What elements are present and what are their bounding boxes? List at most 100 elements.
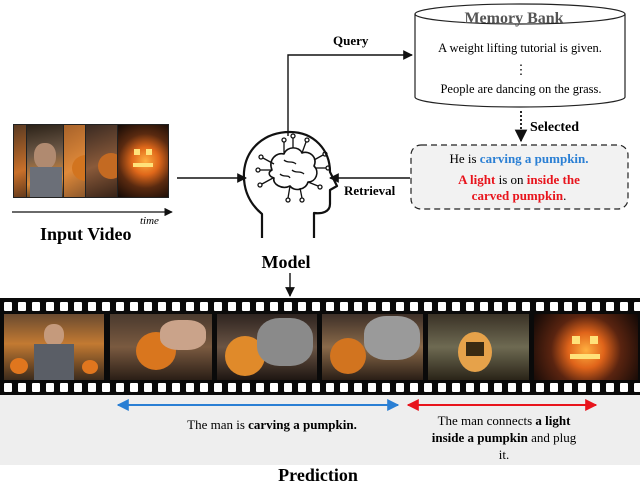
sprocket-hole [130, 383, 138, 392]
sprocket-hole [200, 383, 208, 392]
sprocket-hole [172, 302, 180, 311]
sprocket-hole [438, 383, 446, 392]
head-brain-icon [242, 130, 339, 238]
film-sprocket-row [0, 302, 640, 311]
video-frame [117, 124, 169, 198]
sprocket-hole [368, 383, 376, 392]
film-frame [428, 314, 529, 380]
sprocket-hole [284, 302, 292, 311]
right-caption-line-1: The man connects a light [438, 413, 572, 428]
sprocket-hole [102, 302, 110, 311]
sprocket-hole [312, 383, 320, 392]
retrieved-line-2: A light is on inside the [458, 172, 580, 187]
sprocket-hole [130, 302, 138, 311]
sprocket-hole [186, 302, 194, 311]
sprocket-hole [144, 302, 152, 311]
sprocket-hole [466, 383, 474, 392]
sprocket-hole [214, 302, 222, 311]
film-frame [110, 314, 212, 380]
sprocket-hole [354, 383, 362, 392]
sprocket-hole [60, 302, 68, 311]
memory-entry: People are dancing on the grass. [440, 82, 601, 96]
sprocket-hole [620, 383, 628, 392]
selected-label: Selected [530, 120, 579, 135]
sprocket-hole [564, 302, 572, 311]
film-sprocket-row [0, 383, 640, 392]
sprocket-hole [382, 302, 390, 311]
prediction-label: Prediction [278, 465, 358, 483]
sprocket-hole [424, 302, 432, 311]
sprocket-hole [242, 302, 250, 311]
input-video-label: Input Video [40, 224, 132, 244]
memory-bank-title: Memory Bank [464, 10, 563, 27]
film-frame [4, 314, 104, 380]
sprocket-hole [634, 383, 640, 392]
sprocket-hole [480, 383, 488, 392]
sprocket-hole [32, 302, 40, 311]
sprocket-hole [46, 302, 54, 311]
sprocket-hole [550, 302, 558, 311]
query-label: Query [333, 33, 369, 48]
sprocket-hole [32, 383, 40, 392]
sprocket-hole [466, 302, 474, 311]
sprocket-hole [606, 302, 614, 311]
sprocket-hole [298, 383, 306, 392]
sprocket-hole [578, 302, 586, 311]
sprocket-hole [186, 383, 194, 392]
sprocket-hole [74, 383, 82, 392]
film-frame [534, 314, 638, 380]
sprocket-hole [536, 302, 544, 311]
film-strip [0, 298, 640, 395]
sprocket-hole [116, 383, 124, 392]
sprocket-hole [4, 383, 12, 392]
sprocket-hole [536, 383, 544, 392]
sprocket-hole [214, 383, 222, 392]
sprocket-hole [284, 383, 292, 392]
sprocket-hole [116, 302, 124, 311]
sprocket-hole [508, 302, 516, 311]
sprocket-hole [256, 383, 264, 392]
film-frame [322, 314, 423, 380]
memory-ellipsis: ⋮ [515, 62, 528, 77]
sprocket-hole [326, 383, 334, 392]
sprocket-hole [270, 302, 278, 311]
sprocket-hole [592, 302, 600, 311]
sprocket-hole [18, 302, 26, 311]
time-label: time [140, 215, 159, 227]
sprocket-hole [60, 383, 68, 392]
retrieved-line-1: He is carving a pumpkin. [449, 151, 588, 166]
sprocket-hole [88, 383, 96, 392]
sprocket-hole [312, 302, 320, 311]
sprocket-hole [270, 383, 278, 392]
retrieved-box [410, 144, 629, 210]
sprocket-hole [172, 383, 180, 392]
sprocket-hole [340, 383, 348, 392]
sprocket-hole [74, 302, 82, 311]
sprocket-hole [298, 302, 306, 311]
query-arrow [287, 50, 413, 136]
memory-bank-cylinder [414, 3, 626, 108]
sprocket-hole [508, 383, 516, 392]
sprocket-hole [200, 302, 208, 311]
sprocket-hole [480, 302, 488, 311]
sprocket-hole [592, 383, 600, 392]
sprocket-hole [256, 302, 264, 311]
sprocket-hole [424, 383, 432, 392]
sprocket-hole [452, 383, 460, 392]
retrieval-label: Retrieval [344, 183, 396, 198]
sprocket-hole [606, 383, 614, 392]
sprocket-hole [354, 302, 362, 311]
sprocket-hole [326, 302, 334, 311]
sprocket-hole [228, 383, 236, 392]
sprocket-hole [494, 383, 502, 392]
sprocket-hole [228, 302, 236, 311]
sprocket-hole [550, 383, 558, 392]
left-caption: The man is carving a pumpkin. [187, 417, 357, 432]
sprocket-hole [158, 302, 166, 311]
right-caption-line-2: inside a pumpkin and plug [432, 430, 577, 445]
sprocket-hole [4, 302, 12, 311]
retrieved-line-3: carved pumpkin. [472, 188, 567, 203]
sprocket-hole [144, 383, 152, 392]
memory-entry: A weight lifting tutorial is given. [438, 41, 602, 55]
